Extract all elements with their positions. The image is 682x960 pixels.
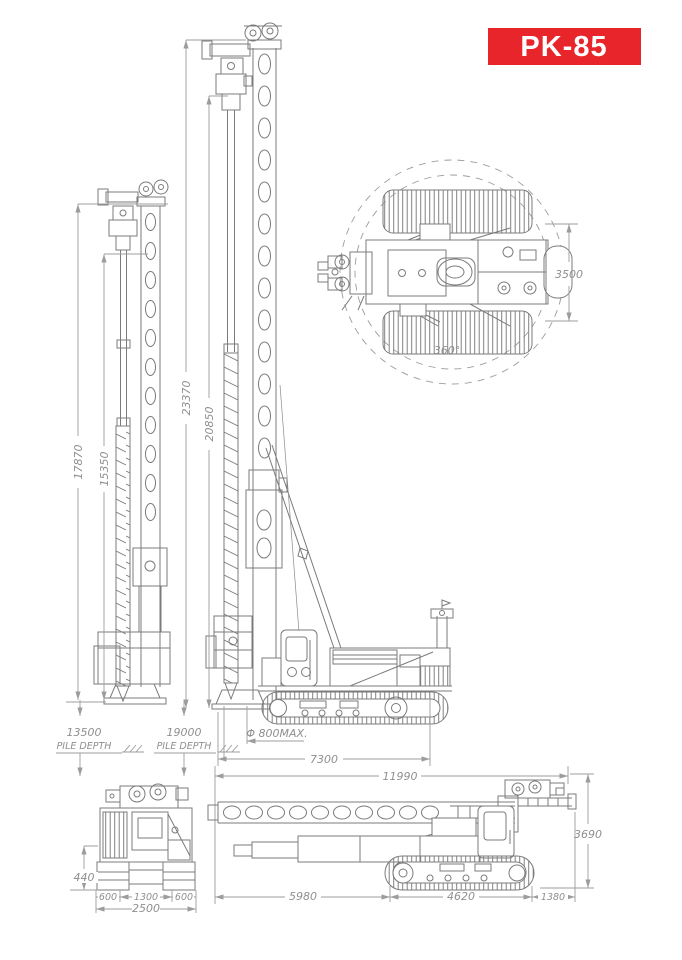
main-pile-depth-value: 19000 — [167, 726, 202, 739]
aux-rig-front-view: 17870 15350 13500 PILE DEPTH — [56, 179, 171, 776]
main-mast — [247, 39, 282, 700]
ground-hatch-symbol — [218, 744, 240, 753]
aux-pile-depth-value: 13500 — [67, 726, 102, 739]
aux-dim-pile-depth: 13500 PILE DEPTH — [56, 700, 144, 776]
transport-track — [384, 855, 535, 891]
track-plan-upper — [382, 189, 533, 234]
main-rotary-swivel — [215, 57, 253, 111]
mast-head-plan — [317, 251, 373, 311]
shoe-width-right-label: 600 — [175, 892, 193, 903]
rear-winch-assembly — [105, 783, 189, 809]
mast-backstay-strut — [265, 384, 345, 661]
rear-gantry — [430, 599, 454, 648]
transport-rear-view: 440 600 1300 600 2500 — [70, 783, 197, 915]
track-gauge-label: 1300 — [134, 892, 158, 903]
clearance-label: 440 — [74, 871, 95, 884]
aux-kelly-bar — [116, 250, 131, 427]
aux-dim-mast-height: 17870 — [66, 203, 168, 703]
transport-body — [233, 805, 515, 863]
aux-mast-head — [97, 179, 169, 206]
main-auger — [223, 352, 239, 701]
crawler-upperworks — [258, 599, 454, 692]
transport-height-label: 3690 — [574, 828, 602, 841]
rear-overhang-label: 1380 — [541, 892, 565, 903]
aux-mast-height-label: 17870 — [72, 445, 85, 480]
rear-beam — [518, 787, 577, 810]
overall-length-label: 11990 — [383, 770, 418, 783]
aux-rotary-swivel — [108, 205, 138, 251]
main-mast-carriage — [245, 469, 288, 569]
main-mast-head — [201, 22, 282, 60]
shoe-width-left-label: 600 — [99, 892, 117, 903]
drive-sprocket — [384, 696, 408, 720]
aux-pile-depth-label: PILE DEPTH — [57, 741, 112, 752]
transport-cab-window — [483, 811, 507, 841]
track-length-label: 4620 — [447, 890, 475, 903]
dim-overall-length: 11990 — [214, 766, 569, 904]
slew-range-label: 360° — [434, 344, 461, 357]
radiator-grille — [419, 665, 451, 687]
top-plan-view: 3500 360° — [317, 159, 583, 385]
dim-transport-lengths: 5980 4620 1380 — [215, 812, 576, 903]
main-pile-depth-label: PILE DEPTH — [157, 741, 212, 752]
dim-transport-height: 3690 — [540, 773, 602, 889]
cab-window — [285, 636, 308, 662]
upper-length-label: 7300 — [310, 753, 338, 766]
aux-dim-kelly-height: 15350 — [98, 253, 148, 700]
aux-auger — [115, 425, 131, 703]
dim-upper-length: 7300 — [217, 694, 431, 766]
model-badge-background — [488, 28, 641, 65]
model-badge: PK-85 — [488, 28, 641, 65]
model-badge-label: PK-85 — [520, 31, 607, 63]
main-mast-height-label: 23370 — [180, 381, 193, 416]
carbody-width-label: 3500 — [555, 268, 583, 281]
crawler-track-side — [261, 691, 449, 725]
main-kelly-bar — [223, 110, 239, 354]
dim-pile-diameter: Φ 800MAX. — [223, 706, 308, 758]
idler-wheel — [269, 699, 287, 717]
rear-body — [99, 807, 193, 863]
transport-mast-head — [504, 779, 565, 799]
transport-side-view: 5980 4620 1380 3690 — [207, 773, 602, 903]
main-dim-pile-depth: 19000 PILE DEPTH — [154, 700, 240, 776]
track-plan-lower — [382, 310, 533, 355]
rotary-table-plan — [437, 258, 473, 286]
pile-diameter-label: Φ 800MAX. — [246, 727, 307, 740]
main-dim-kelly-height: 20850 — [203, 95, 228, 708]
front-length-label: 5980 — [289, 890, 317, 903]
aux-kelly-height-label: 15350 — [98, 452, 111, 487]
aux-base-frame — [93, 631, 171, 705]
hoist-rope — [279, 384, 301, 646]
dim-track-widths: 600 1300 600 2500 — [95, 890, 197, 915]
main-dim-mast-height: 23370 — [180, 39, 246, 708]
overall-width-label: 2500 — [132, 902, 160, 915]
main-rig-side-view: 23370 20850 19000 PILE DEPTH Φ 800MAX. 7… — [154, 22, 569, 904]
ground-hatch-symbol — [122, 744, 144, 753]
main-kelly-height-label: 20850 — [203, 407, 216, 442]
dim-carbody-width: 3500 — [545, 223, 583, 322]
transport-cab — [477, 805, 515, 859]
dim-clearance: 440 — [70, 845, 98, 891]
rear-track-pedestals — [96, 861, 196, 891]
aux-mast-carriage — [132, 547, 168, 633]
